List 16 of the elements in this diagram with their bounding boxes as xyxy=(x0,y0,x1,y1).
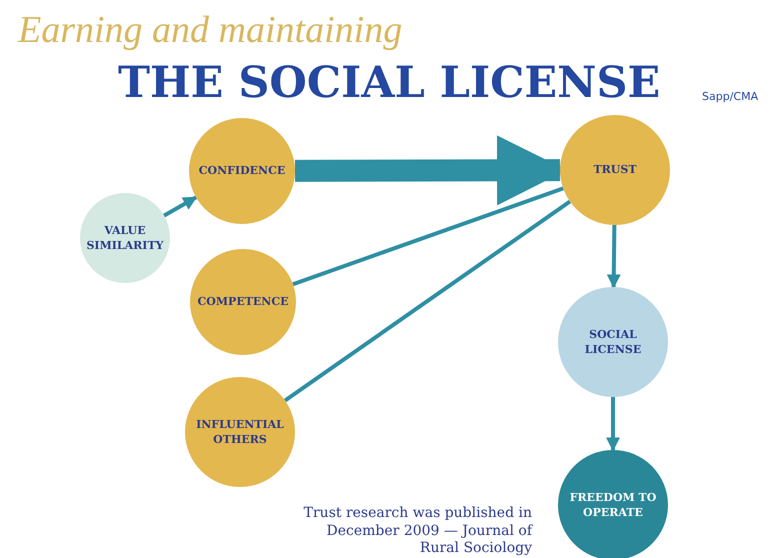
arrow xyxy=(606,397,620,452)
arrow xyxy=(163,196,198,218)
title: THE SOCIAL LICENSE xyxy=(118,58,660,108)
node-label: CONFIDENCE xyxy=(198,163,286,179)
credit-text: Sapp/CMA xyxy=(702,90,758,103)
arrow xyxy=(606,224,621,288)
node-label: INFLUENTIAL OTHERS xyxy=(195,416,285,448)
connector-line xyxy=(284,200,572,402)
subtitle: Earning and maintaining xyxy=(18,8,402,52)
node-label: VALUE SIMILARITY xyxy=(85,222,165,254)
connector-line xyxy=(292,186,564,286)
caption: Trust research was published in December 2009 — Journal of Rural Sociology xyxy=(302,505,532,558)
node-label: FREEDOM TO OPERATE xyxy=(568,490,658,520)
node-label: COMPETENCE xyxy=(196,294,290,310)
node-label: SOCIAL LICENSE xyxy=(584,326,642,358)
node-label: TRUST xyxy=(592,162,638,178)
